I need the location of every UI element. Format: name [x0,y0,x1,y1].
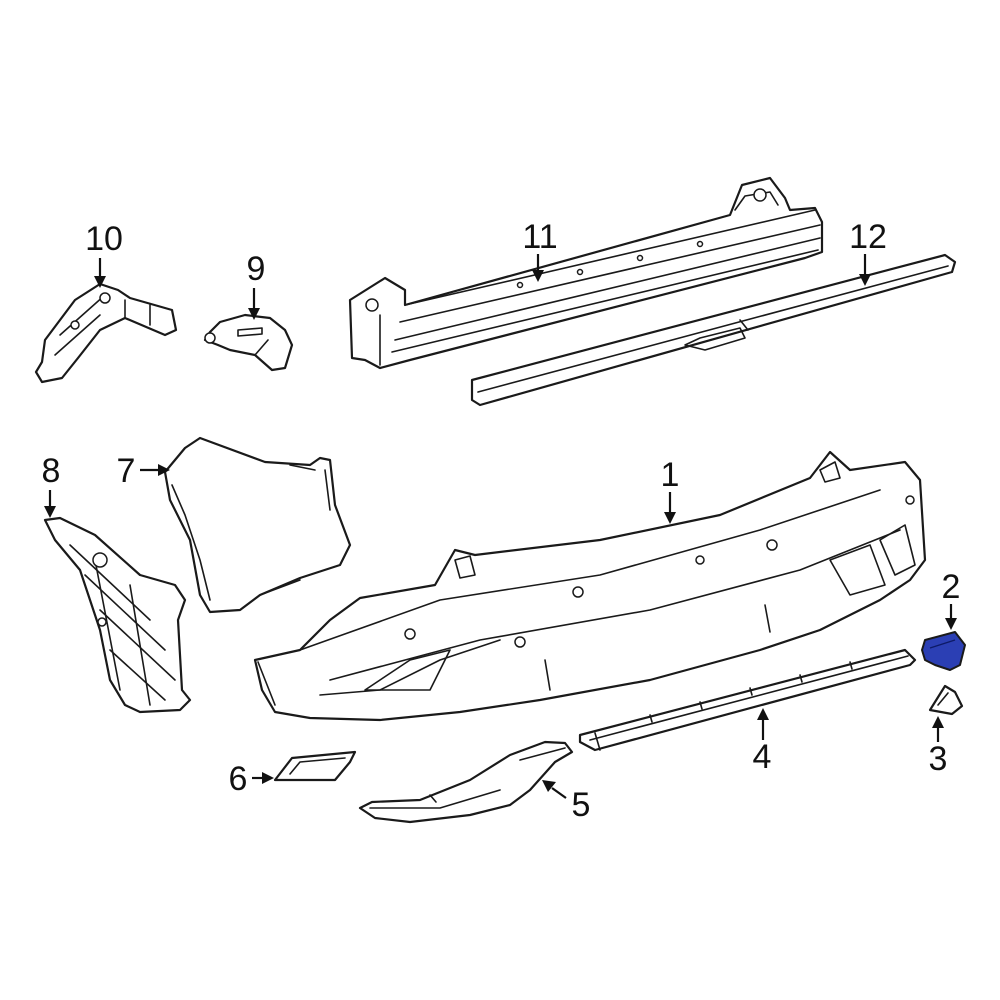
part-9-bracket[interactable] [203,313,294,372]
callout-leaders [44,254,957,799]
callout-label-10[interactable]: 10 [85,220,123,258]
callout-label-2[interactable]: 2 [942,568,961,606]
part-3-cap[interactable] [928,684,964,716]
callout-label-9[interactable]: 9 [247,250,266,288]
callout-label-5[interactable]: 5 [572,786,591,824]
callout-labels: 10 9 11 12 1 7 8 2 3 4 6 5 [42,218,961,824]
part-6-pad[interactable] [273,750,357,782]
part-5-lower-deflector[interactable] [358,740,574,824]
part-8-side-bracket[interactable] [43,516,192,714]
part-1-bumper-cover[interactable] [253,450,927,722]
callout-label-4[interactable]: 4 [753,738,772,776]
callout-label-12[interactable]: 12 [849,218,887,256]
callout-label-1[interactable]: 1 [661,456,680,494]
part-11-reinforcement-beam[interactable] [348,176,824,370]
part-2-highlighted-bracket[interactable] [921,631,966,671]
callout-label-11[interactable]: 11 [522,218,557,256]
callout-label-6[interactable]: 6 [229,760,248,798]
callout-label-3[interactable]: 3 [929,740,948,778]
callout-label-7[interactable]: 7 [117,452,136,490]
part-12-energy-absorber[interactable] [470,253,957,407]
callout-label-8[interactable]: 8 [42,452,61,490]
part-4-molding-strip[interactable] [578,648,917,752]
part-7-bumper-cover-side[interactable] [163,436,352,614]
part-10-bracket[interactable] [34,282,178,384]
